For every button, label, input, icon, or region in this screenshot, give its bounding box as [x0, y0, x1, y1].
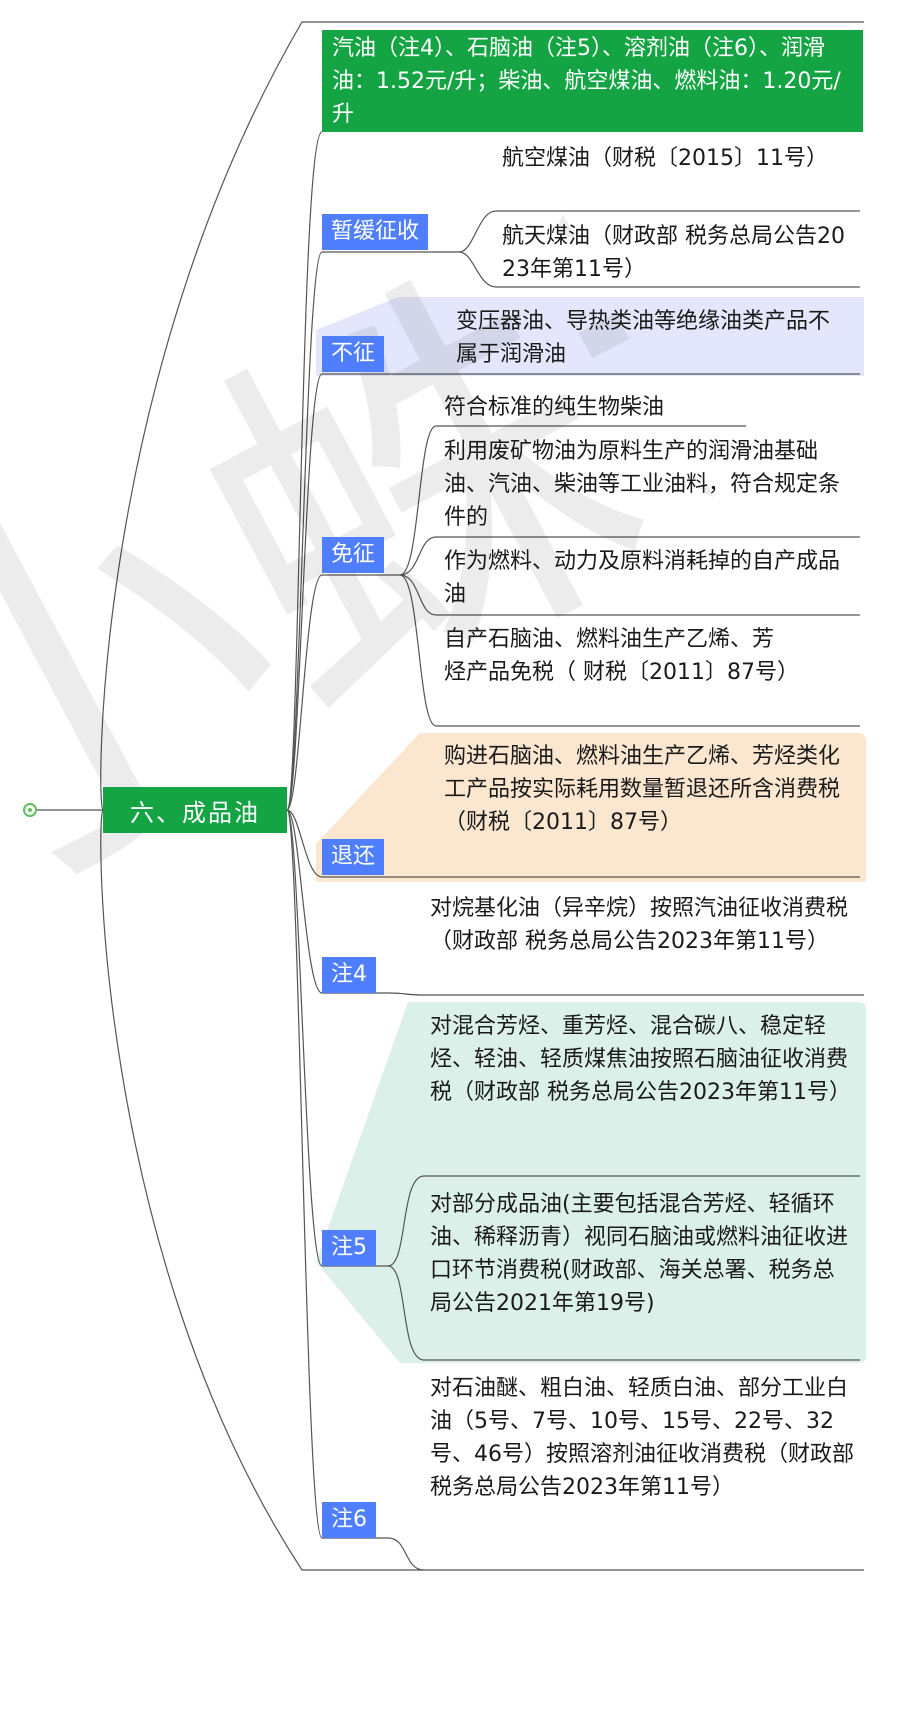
tag-postpone[interactable]: 暂缓征收	[322, 214, 429, 250]
tag-note6[interactable]: 注6	[322, 1502, 376, 1538]
leaf-exempt-3[interactable]: 作为燃料、动力及原料消耗掉的自产成品油	[444, 549, 841, 607]
band-note5	[316, 1002, 866, 1363]
tag-note5[interactable]: 注5	[322, 1230, 376, 1266]
tag-exempt[interactable]: 免征	[322, 537, 385, 573]
leaf-postpone-2[interactable]: 航天煤油（财政部 税务总局公告2023年第11号）	[502, 224, 845, 282]
leaf-exempt-2[interactable]: 利用废矿物油为原料生产的润滑油基础油、汽油、柴油等工业油料，符合规定条件的	[444, 439, 841, 530]
tag-note4[interactable]: 注4	[322, 957, 376, 993]
leaf-refund-1[interactable]: 购进石脑油、燃料油生产乙烯、芳烃类化工产品按实际耗用数量暂退还所含消费税 （财税…	[444, 744, 841, 835]
rate-node[interactable]: 汽油（注4）、石脑油（注5）、溶剂油（注6）、润滑油：1.52元/升；柴油、航空…	[322, 30, 863, 132]
leaf-note6-1[interactable]: 对石油醚、粗白油、轻质白油、部分工业白油（5号、7号、10号、15号、22号、3…	[430, 1376, 854, 1500]
root-collapse-toggle[interactable]	[23, 803, 37, 817]
leaf-note5-1[interactable]: 对混合芳烃、重芳烃、混合碳八、稳定轻烃、轻油、轻质煤焦油按照石脑油征收消费税（财…	[430, 1014, 851, 1105]
leaf-exempt-4[interactable]: 自产石脑油、燃料油生产乙烯、芳烃产品免税（ 财税〔2011〕87号）	[444, 627, 799, 685]
leaf-postpone-1[interactable]: 航空煤油（财税〔2015〕11号）	[502, 146, 828, 171]
root-node[interactable]: 六、成品油	[103, 787, 287, 833]
connector-lines	[37, 21, 866, 1571]
tag-nontax[interactable]: 不征	[322, 336, 385, 372]
leaf-note5-2[interactable]: 对部分成品油(主要包括混合芳烃、轻循环油、稀释沥青）视同石脑油或燃料油征收进口环…	[430, 1192, 849, 1316]
band-nontax	[316, 297, 864, 376]
leaf-note4-1[interactable]: 对烷基化油（异辛烷）按照汽油征收消费税（财政部 税务总局公告2023年第11号）	[430, 896, 849, 954]
band-refund	[316, 733, 866, 882]
leaf-nontax-1[interactable]: 变压器油、导热类油等绝缘油类产品不属于润滑油	[456, 309, 831, 367]
leaf-exempt-1[interactable]: 符合标准的纯生物柴油	[444, 395, 665, 420]
tag-refund[interactable]: 退还	[322, 839, 385, 875]
